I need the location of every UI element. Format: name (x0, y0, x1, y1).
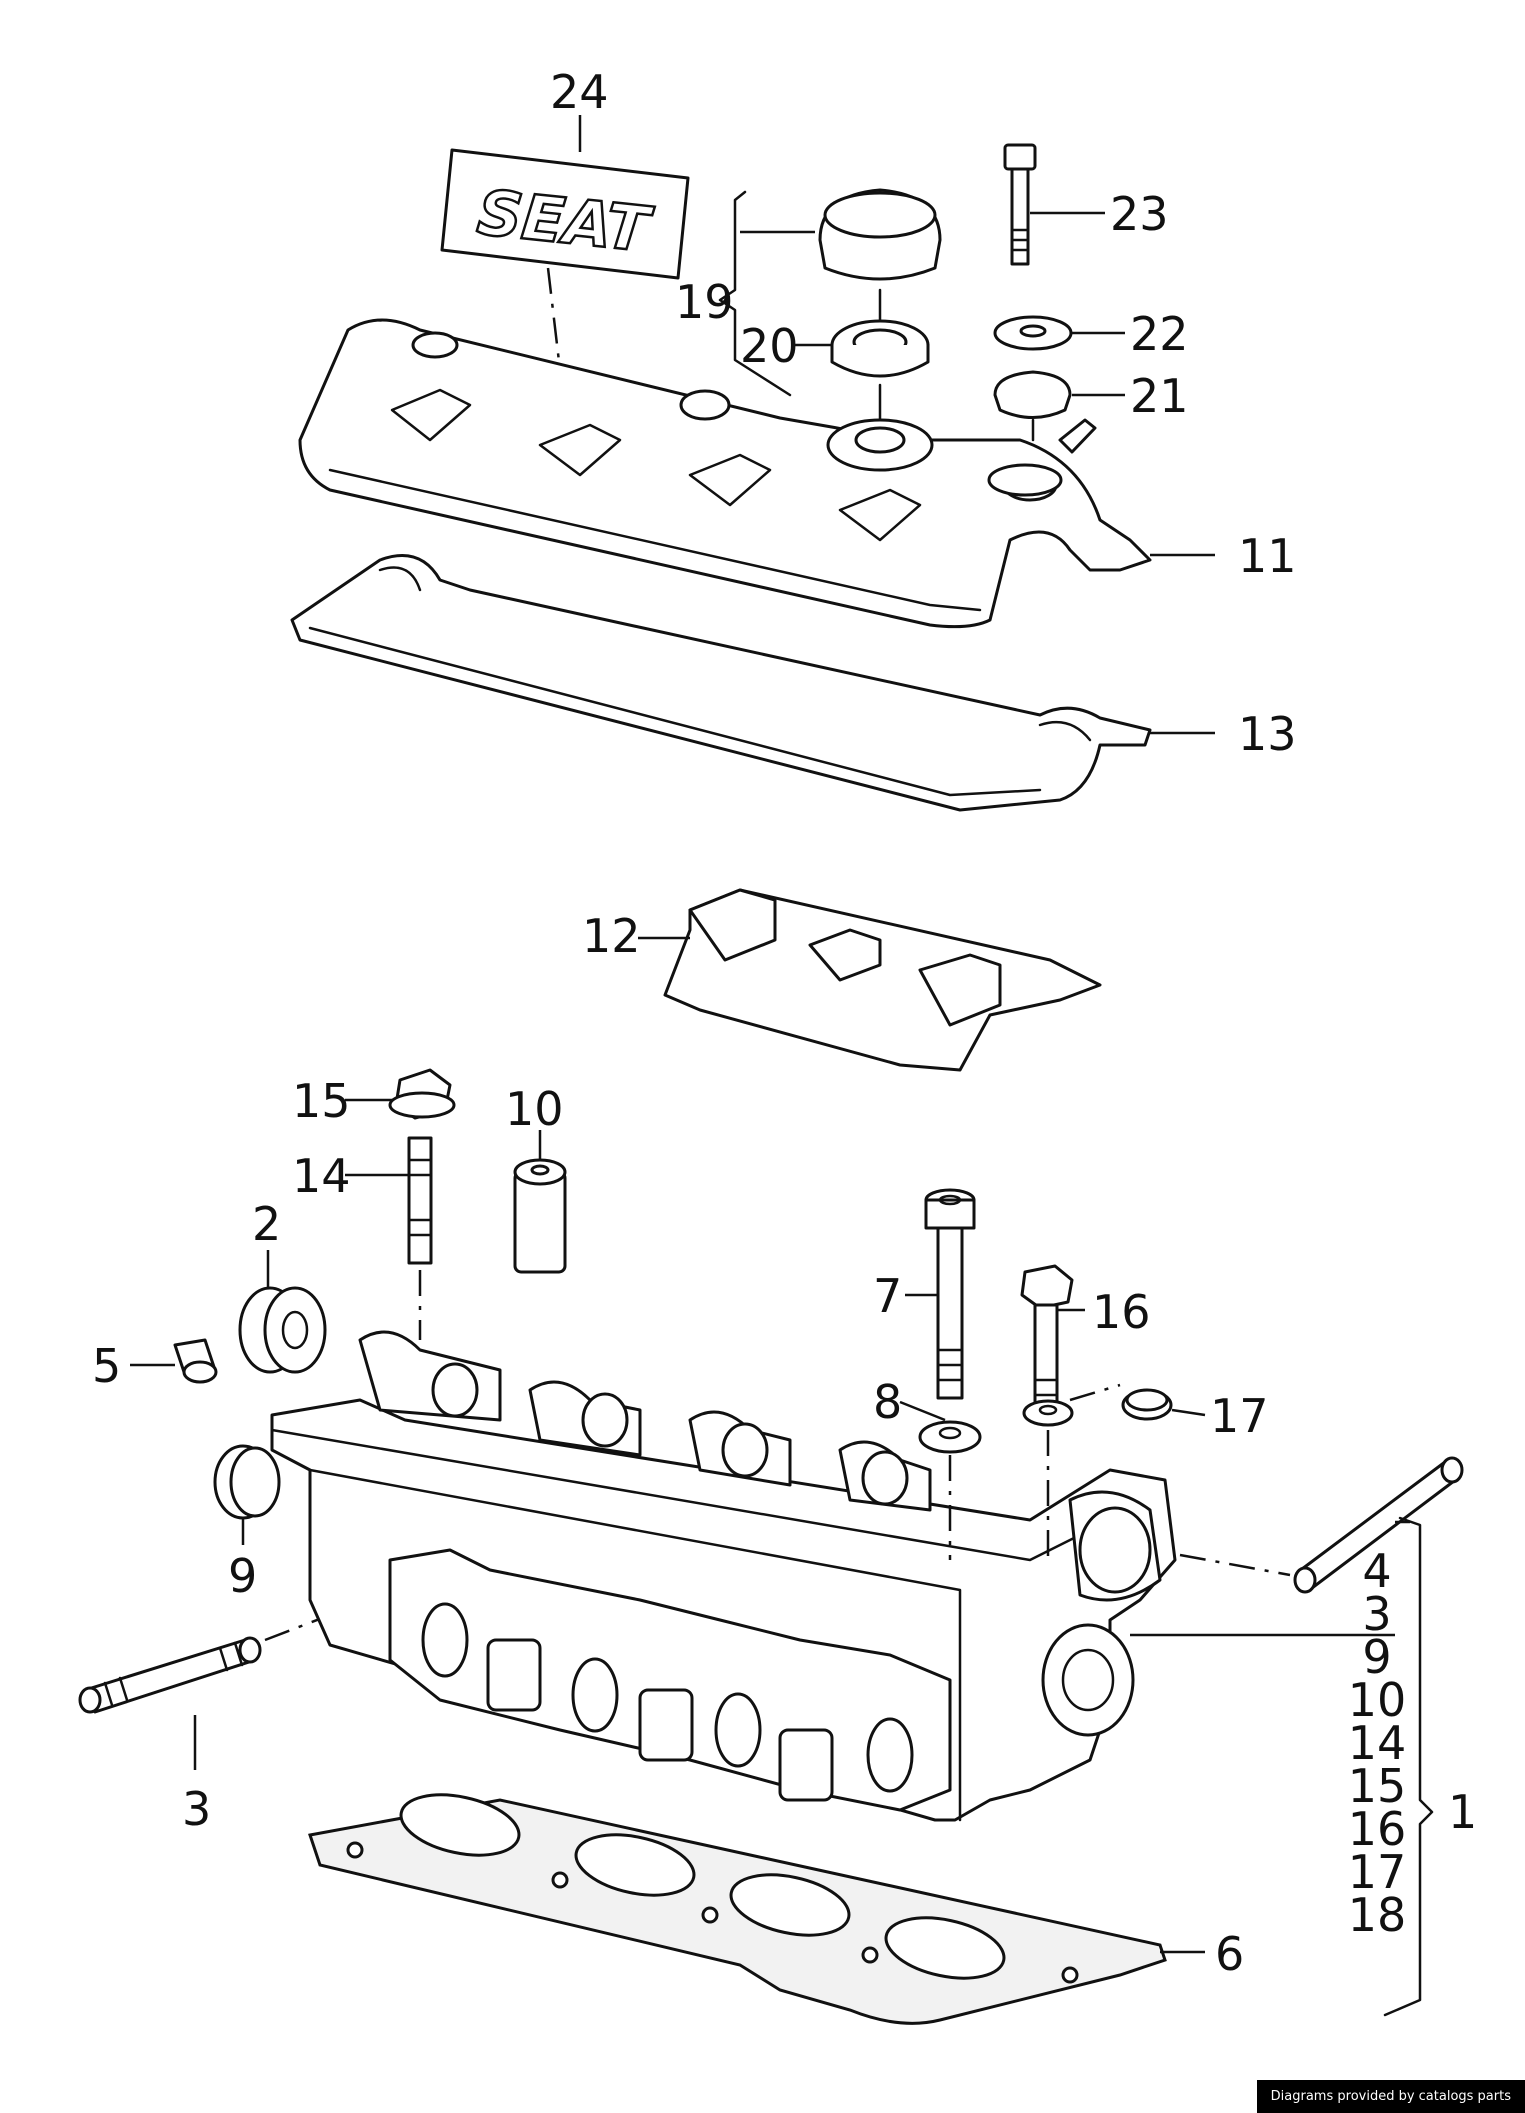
callout-24: 24 (550, 65, 609, 119)
callout-13: 13 (1238, 707, 1297, 761)
callout-16: 16 (1092, 1285, 1151, 1339)
sealing-washer-part (1121, 1388, 1206, 1421)
callout-17: 17 (1210, 1389, 1269, 1443)
callout-14: 14 (292, 1149, 351, 1203)
hex-bolt-part (1020, 1264, 1085, 1417)
credit-label: Diagrams provided by catalogs parts (1256, 2080, 1525, 2113)
cylinder-head-part (270, 1330, 1395, 1822)
callout-23: 23 (1110, 187, 1169, 241)
sleeve-part (130, 1338, 218, 1384)
callout-21: 21 (1130, 369, 1189, 423)
oil-filler-cap-part (718, 188, 942, 472)
head-washer-part (899, 1400, 982, 1560)
group-list: 4 3 9 10 14 15 16 17 18 1 (1348, 1516, 1477, 2017)
valve-cover-part (298, 318, 1215, 629)
group-item: 16 (1348, 1802, 1407, 1856)
stud-part (345, 1136, 433, 1340)
stud-nut-part (345, 1068, 456, 1120)
callout-2: 2 (252, 1197, 281, 1251)
seat-badge-part: SEAT (440, 115, 690, 371)
callout-3: 3 (182, 1782, 211, 1836)
right-stud-part (1179, 1456, 1464, 1594)
head-gasket-part (308, 1793, 1205, 2025)
group-item: 9 (1362, 1630, 1391, 1684)
valve-guide-part (513, 1130, 567, 1274)
callout-12: 12 (582, 909, 641, 963)
callout-19: 19 (675, 275, 734, 329)
oil-seal-part (238, 1250, 327, 1374)
baffle-plate-part (638, 888, 1102, 1072)
group-item: 17 (1348, 1845, 1407, 1899)
group-item: 18 (1348, 1888, 1407, 1942)
callout-15: 15 (292, 1074, 351, 1128)
group-label: 1 (1448, 1785, 1477, 1839)
group-item: 3 (1362, 1587, 1391, 1641)
callout-11: 11 (1238, 529, 1297, 583)
callout-9: 9 (228, 1549, 257, 1603)
group-item: 14 (1348, 1716, 1407, 1770)
group-item: 4 (1362, 1544, 1391, 1598)
group-item: 10 (1348, 1673, 1407, 1727)
cover-gasket-part (290, 554, 1215, 812)
cover-washer-part (993, 315, 1125, 351)
cover-grommet-part (987, 370, 1125, 497)
small-washer-part (1022, 1383, 1121, 1560)
cover-bolt-part (1003, 143, 1105, 266)
head-bolt-part (905, 1188, 976, 1400)
callout-6: 6 (1215, 1927, 1244, 1981)
callout-10: 10 (505, 1082, 564, 1136)
callout-7: 7 (873, 1269, 902, 1323)
callout-5: 5 (92, 1339, 121, 1393)
callout-20: 20 (740, 319, 799, 373)
plug-part (213, 1444, 281, 1545)
callout-8: 8 (873, 1375, 902, 1429)
group-item: 15 (1348, 1759, 1407, 1813)
callout-22: 22 (1130, 307, 1189, 361)
